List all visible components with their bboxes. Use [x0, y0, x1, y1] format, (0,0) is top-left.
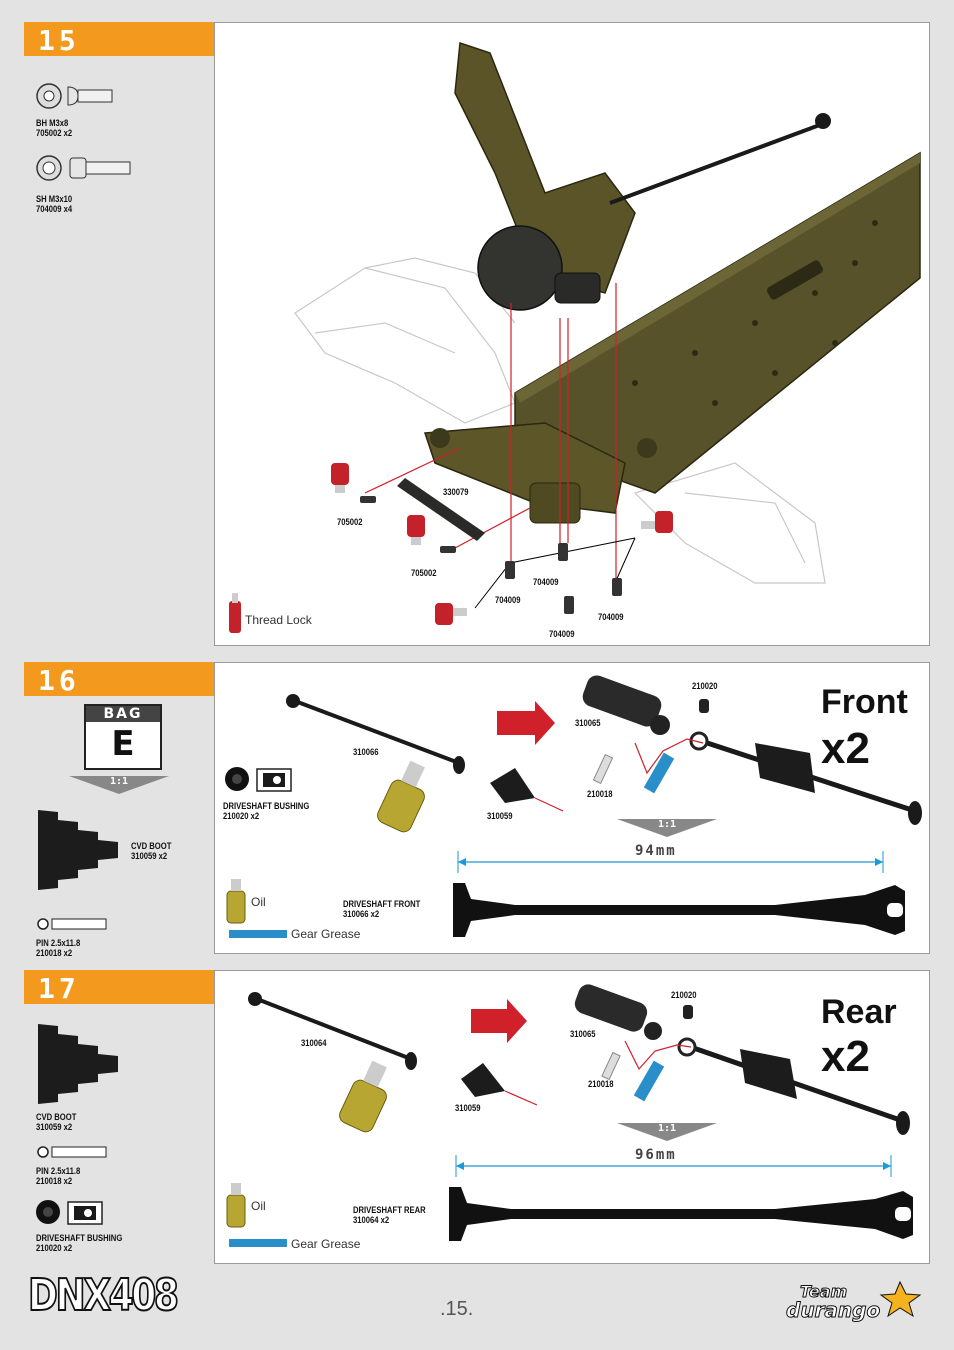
callout-310059: 310059 — [487, 811, 513, 821]
step-17-parts-icons — [36, 1024, 118, 1225]
step-15-illustration — [229, 41, 921, 633]
step-number: 15 — [38, 24, 80, 57]
step-15-parts-icons — [36, 83, 131, 181]
driveshaft-full-scale — [449, 1187, 913, 1241]
callout-705002-a: 705002 — [337, 517, 363, 527]
callout-705002-b: 705002 — [411, 568, 437, 578]
cvd-boot-icon — [38, 1024, 118, 1104]
scale-marker: 1:1 — [617, 819, 717, 837]
callout-210020: 210020 — [671, 990, 697, 1000]
oil-bottle-icon — [377, 760, 425, 833]
grease-legend-icon — [229, 1239, 287, 1247]
model-logo: DNX408 — [27, 1269, 180, 1322]
callout-310059: 310059 — [455, 1103, 481, 1113]
driveshaft-full-scale — [453, 883, 905, 937]
callout-704009-b: 704009 — [495, 595, 521, 605]
oil-legend-icon — [226, 890, 246, 924]
driveshaft-310064 — [256, 997, 412, 1061]
step-15-panel: 330079 705002 705002 704009 704009 70400… — [214, 22, 930, 646]
assembled-boot — [740, 1049, 797, 1099]
callout-210020: 210020 — [692, 681, 718, 691]
callout-704009-c: 704009 — [598, 612, 624, 622]
thread-lock-bottles — [331, 463, 673, 625]
assembly-lines — [364, 283, 617, 583]
oil-legend-icon — [226, 1194, 246, 1228]
direction-arrow — [471, 999, 527, 1043]
chassis-holes — [632, 220, 878, 406]
grease-tube-icon — [633, 1060, 665, 1102]
brand-logo: Team durango — [780, 1278, 930, 1328]
pin-end-icon — [37, 1146, 49, 1158]
callout-210018: 210018 — [588, 1079, 614, 1089]
link-330079 — [397, 478, 485, 541]
step-number: 16 — [38, 664, 80, 697]
oil-label: Oil — [251, 1199, 266, 1213]
step-15-header: 15 — [24, 22, 214, 57]
callout-310064: 310064 — [301, 1038, 327, 1048]
variant-qty: x2 — [821, 1032, 870, 1081]
grease-tube-icon — [643, 752, 675, 794]
step-17-panel: 310064 310059 310065 210020 210018 Rear … — [214, 970, 930, 1264]
pin-icon — [51, 1146, 107, 1158]
callout-310066: 310066 — [353, 747, 379, 757]
pin-icon — [51, 918, 107, 930]
dimension-label: 96mm — [635, 1147, 677, 1163]
direction-arrow — [497, 701, 555, 745]
step-16-parts-icons — [37, 810, 118, 930]
step-16-illustration — [225, 675, 922, 938]
scale-marker: 1:1 — [617, 1123, 717, 1141]
star-icon — [879, 1280, 922, 1318]
differential-case — [477, 225, 563, 311]
callout-210018: 210018 — [587, 789, 613, 799]
grease-label: Gear Grease — [291, 927, 361, 941]
bag-label: BAG — [86, 706, 160, 722]
page-number: .15. — [440, 1298, 474, 1320]
variant-title: Rear — [821, 993, 897, 1031]
callout-330079: 330079 — [443, 487, 469, 497]
pin-end-icon — [37, 918, 49, 930]
step-17-header: 17 — [24, 970, 214, 1005]
step-number: 17 — [38, 972, 80, 1005]
axle-310065 — [582, 675, 662, 727]
callout-310065: 310065 — [570, 1029, 596, 1039]
boot-310059 — [490, 768, 535, 803]
cvd-boot-icon — [38, 810, 118, 890]
step-17-illustration — [226, 984, 913, 1247]
shock-tower — [454, 41, 636, 294]
callout-310065: 310065 — [575, 718, 601, 728]
grease-legend-icon — [229, 930, 287, 938]
center-driveshaft — [609, 121, 826, 205]
bag-badge: BAG E — [84, 704, 162, 770]
boot-310059 — [461, 1063, 505, 1097]
bag-letter: E — [111, 724, 135, 764]
driveshaft-310066 — [294, 699, 460, 765]
step-16-header: 16 — [24, 662, 214, 697]
oil-bottle-icon — [339, 1060, 387, 1133]
axle-310065 — [574, 984, 648, 1032]
assembled-boot — [755, 743, 815, 793]
bag-scale: 1:1 — [69, 776, 169, 794]
variant-qty: x2 — [821, 724, 870, 773]
callout-704009-a: 704009 — [533, 577, 559, 587]
thread-lock-legend-bottle — [229, 601, 241, 633]
variant-title: Front — [821, 683, 908, 721]
oil-label: Oil — [251, 895, 266, 909]
thread-lock-label: Thread Lock — [245, 613, 312, 627]
callout-704009-d: 704009 — [549, 629, 575, 639]
dimension-label: 94mm — [635, 843, 677, 859]
grease-label: Gear Grease — [291, 1237, 361, 1251]
screws — [360, 496, 622, 614]
